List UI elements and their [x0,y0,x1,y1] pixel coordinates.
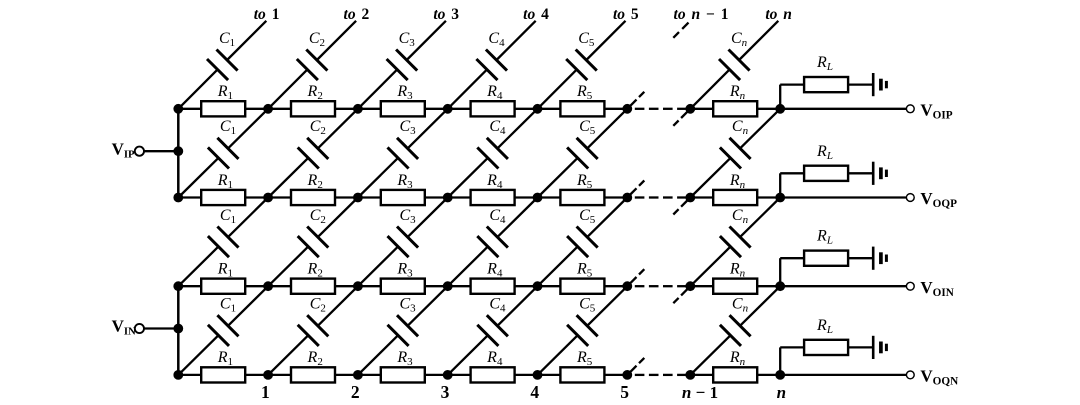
svg-text:R5: R5 [576,172,593,191]
svg-text:R3: R3 [396,172,413,191]
svg-text:R1: R1 [217,261,233,280]
svg-text:Rn: Rn [729,261,746,280]
svg-text:RL: RL [816,228,833,247]
svg-text:R4: R4 [486,83,503,102]
svg-text:R3: R3 [396,261,413,280]
svg-text:to 4: to 4 [523,6,549,23]
svg-text:R3: R3 [396,349,413,368]
svg-text:C3: C3 [400,118,417,137]
svg-text:R2: R2 [307,172,323,191]
svg-text:R4: R4 [486,349,503,368]
svg-text:C1: C1 [220,207,236,226]
svg-text:n: n [777,383,786,402]
svg-text:VIN: VIN [112,317,136,338]
svg-text:R3: R3 [396,83,413,102]
svg-text:C5: C5 [579,207,596,226]
svg-text:R5: R5 [576,349,593,368]
svg-text:VIP: VIP [112,139,135,160]
svg-text:VOQP: VOQP [920,189,957,210]
svg-text:C5: C5 [578,30,595,49]
svg-text:VOQN: VOQN [920,367,958,388]
svg-text:to n: to n [765,6,792,23]
svg-text:C5: C5 [579,296,596,315]
svg-text:Cn: Cn [731,30,748,49]
svg-text:Cn: Cn [732,118,749,137]
svg-text:2: 2 [351,382,360,402]
svg-text:1: 1 [261,382,270,402]
svg-text:n − 1: n − 1 [682,383,718,402]
svg-text:C3: C3 [400,296,417,315]
svg-text:RL: RL [816,317,833,336]
svg-text:C1: C1 [220,118,236,137]
svg-text:to n − 1: to n − 1 [674,6,729,23]
svg-text:C2: C2 [310,207,326,226]
svg-text:Cn: Cn [732,296,749,315]
svg-text:C1: C1 [220,296,236,315]
svg-text:C4: C4 [489,207,506,226]
svg-text:Rn: Rn [729,83,746,102]
svg-text:to 3: to 3 [433,6,459,23]
svg-text:R2: R2 [307,349,323,368]
svg-text:5: 5 [620,382,629,402]
svg-text:C4: C4 [489,118,506,137]
svg-text:C2: C2 [310,296,326,315]
svg-text:C2: C2 [310,118,326,137]
svg-text:C4: C4 [488,30,505,49]
svg-text:R2: R2 [307,83,323,102]
svg-text:R4: R4 [486,261,503,280]
svg-text:C3: C3 [399,30,416,49]
svg-text:R1: R1 [217,83,233,102]
svg-text:C2: C2 [309,30,325,49]
svg-text:VOIN: VOIN [920,278,953,299]
svg-text:to 1: to 1 [254,6,280,23]
svg-text:R1: R1 [217,172,233,191]
svg-text:VOIP: VOIP [920,100,952,121]
svg-text:C1: C1 [219,30,235,49]
svg-text:R2: R2 [307,261,323,280]
svg-text:3: 3 [441,382,450,402]
svg-text:Cn: Cn [732,207,749,226]
svg-text:RL: RL [816,54,833,73]
svg-text:Rn: Rn [729,172,746,191]
svg-text:C5: C5 [579,118,596,137]
svg-text:R4: R4 [486,172,503,191]
svg-text:R1: R1 [217,349,233,368]
svg-text:RL: RL [816,143,833,162]
svg-text:4: 4 [530,382,539,402]
svg-text:R5: R5 [576,83,593,102]
svg-text:C3: C3 [400,207,417,226]
svg-text:to 2: to 2 [344,6,370,23]
svg-text:Rn: Rn [729,349,746,368]
svg-text:C4: C4 [489,296,506,315]
svg-text:to 5: to 5 [613,6,639,23]
svg-text:R5: R5 [576,261,593,280]
